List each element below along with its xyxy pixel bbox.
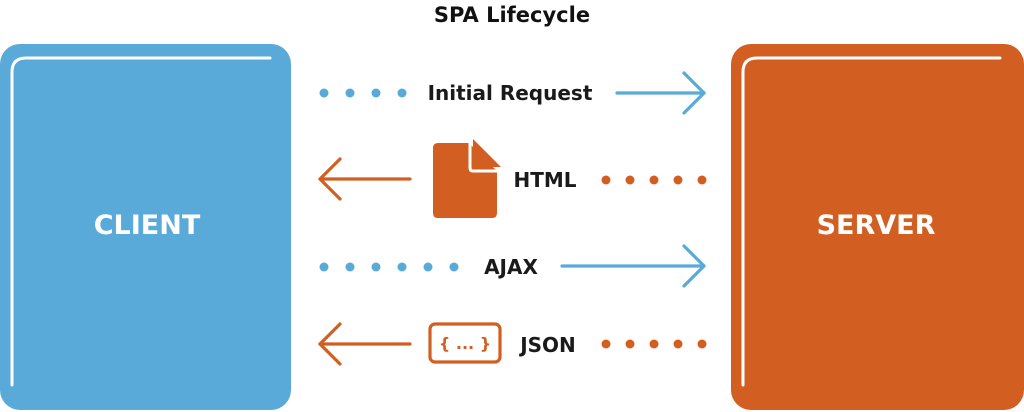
message-label: HTML [513, 168, 576, 192]
client-box-highlight [10, 56, 272, 387]
braces-icon-text: { ... } [439, 334, 491, 353]
client-label: CLIENT [94, 210, 201, 241]
dotted-line [601, 175, 707, 185]
message-label: Initial Request [428, 81, 593, 105]
server-box: SERVER [731, 44, 1024, 410]
arrow-right-icon [560, 244, 706, 288]
dotted-line [319, 262, 459, 272]
braces-icon: { ... } [428, 322, 502, 364]
message-html: HTML [318, 139, 707, 218]
dotted-line [601, 339, 707, 349]
server-box-highlight [741, 56, 1002, 387]
dotted-line [319, 88, 407, 98]
message-json: { ... } JSON [318, 322, 707, 366]
document-icon [433, 139, 501, 218]
diagram-title: SPA Lifecycle [433, 3, 591, 27]
message-initial-request: Initial Request [319, 71, 706, 115]
arrow-left-icon [318, 157, 412, 201]
message-label: AJAX [484, 255, 538, 279]
arrow-left-icon [318, 322, 412, 366]
message-label: JSON [518, 333, 576, 357]
message-ajax: AJAX [319, 244, 706, 288]
arrow-right-icon [615, 71, 706, 115]
server-label: SERVER [817, 210, 936, 241]
client-box: CLIENT [0, 44, 291, 410]
